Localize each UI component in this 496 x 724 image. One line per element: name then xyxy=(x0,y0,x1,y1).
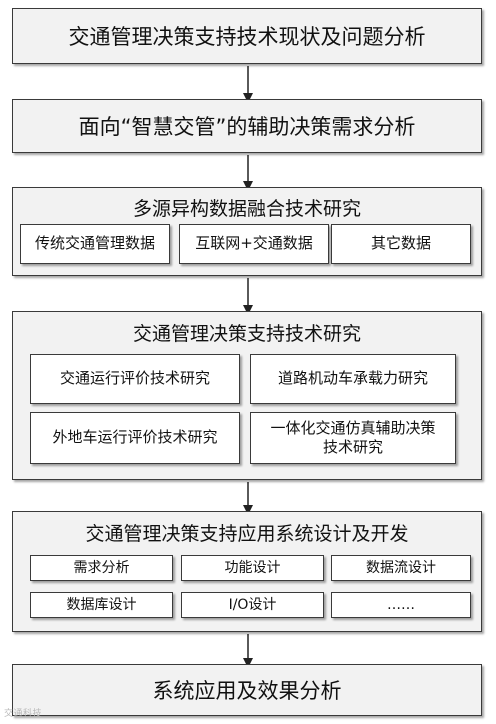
step-demand-analysis-label: 面向“智慧交管”的辅助决策需求分析 xyxy=(78,115,416,139)
group-decision-tech-title: 交通管理决策支持技术研究 xyxy=(132,323,361,345)
item-integrated-simulation: 一体化交通仿真辅助决策技术研究 xyxy=(250,412,456,464)
step-current-status-analysis: 交通管理决策支持技术现状及问题分析 xyxy=(12,8,482,64)
item-traditional-data: 传统交通管理数据 xyxy=(20,224,170,264)
item-other-data: 其它数据 xyxy=(331,224,471,264)
item-dataflow-design: 数据流设计 xyxy=(331,555,471,581)
step-application-effect: 系统应用及效果分析 xyxy=(12,664,482,716)
item-function-design: 功能设计 xyxy=(181,555,324,581)
watermark: 交通科技 xyxy=(4,709,43,719)
step-application-effect-label: 系统应用及效果分析 xyxy=(152,679,342,703)
group-decision-tech: 交通管理决策支持技术研究 交通运行评价技术研究 道路机动车承载力研究 外地车运行… xyxy=(12,311,482,480)
group-data-fusion-title: 多源异构数据融合技术研究 xyxy=(132,198,361,220)
item-io-design: I/O设计 xyxy=(181,592,324,618)
item-nonlocal-vehicle-evaluation: 外地车运行评价技术研究 xyxy=(30,412,240,464)
item-road-capacity: 道路机动车承载力研究 xyxy=(250,354,456,404)
item-traffic-evaluation: 交通运行评价技术研究 xyxy=(30,354,240,404)
item-internet-traffic-data: 互联网+交通数据 xyxy=(179,224,329,264)
step-current-status-analysis-label: 交通管理决策支持技术现状及问题分析 xyxy=(68,25,426,49)
item-ellipsis: …… xyxy=(331,592,471,618)
group-system-development: 交通管理决策支持应用系统设计及开发 需求分析 功能设计 数据流设计 数据库设计 … xyxy=(12,511,482,632)
group-system-development-title: 交通管理决策支持应用系统设计及开发 xyxy=(85,523,409,545)
step-demand-analysis: 面向“智慧交管”的辅助决策需求分析 xyxy=(12,99,482,153)
item-database-design: 数据库设计 xyxy=(30,592,173,618)
group-data-fusion: 多源异构数据融合技术研究 传统交通管理数据 互联网+交通数据 其它数据 xyxy=(12,187,482,276)
item-requirement-analysis: 需求分析 xyxy=(30,555,173,581)
